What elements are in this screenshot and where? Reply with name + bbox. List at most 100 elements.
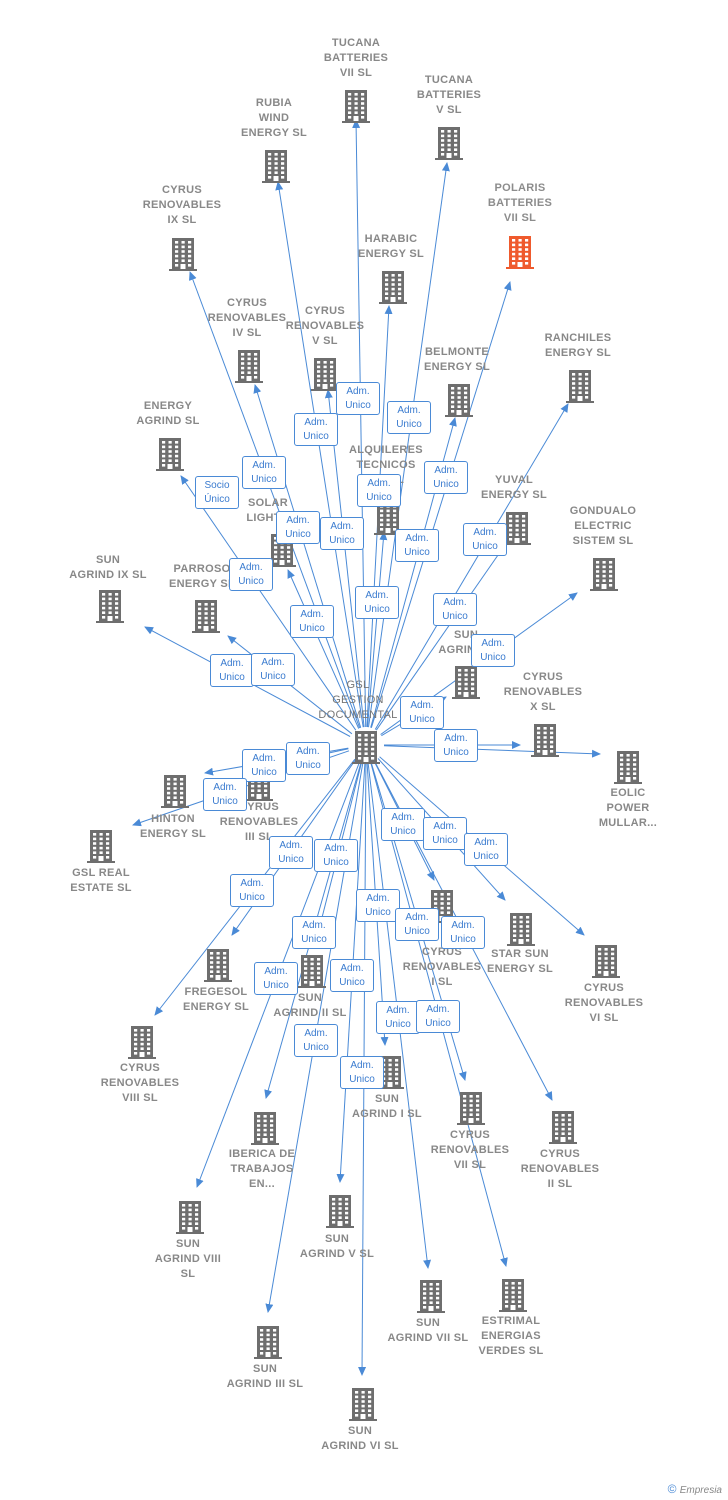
company-name: TUCANA BATTERIES VII SL <box>323 37 389 79</box>
company-name: IBERICA DE TRABAJOS EN... <box>228 1148 296 1190</box>
company-node-parroso[interactable]: PARROSO ENERGY SL <box>147 562 257 633</box>
company-node-fregesol[interactable]: FREGESOL ENERGY SL <box>161 949 271 1015</box>
company-node-estrimal[interactable]: ESTRIMAL ENERGIAS VERDES SL <box>456 1279 566 1359</box>
company-node-cyrus8[interactable]: CYRUS RENOVABLES VIII SL <box>85 1026 195 1106</box>
company-node-ranchiles[interactable]: RANCHILES ENERGY SL <box>523 331 633 403</box>
role-badge-cyrus7[interactable]: Adm. Unico <box>395 908 439 941</box>
role-badge-starsun[interactable]: Adm. Unico <box>423 817 467 850</box>
company-node-tucana7[interactable]: TUCANA BATTERIES VII SL <box>301 36 411 123</box>
role-badge-yuval[interactable]: Adm. Unico <box>433 593 477 626</box>
company-node-belmonte[interactable]: BELMONTE ENERGY SL <box>402 345 512 417</box>
company-node-energyagrind[interactable]: ENERGY AGRIND SL <box>113 399 223 471</box>
building-icon <box>298 955 326 988</box>
edge-ranchiles <box>374 403 569 730</box>
role-badge-sunagrind9[interactable]: Adm. Unico <box>210 654 254 687</box>
role-badge-fregesol[interactable]: Adm. Unico <box>269 836 313 869</box>
company-node-gslreal[interactable]: GSL REAL ESTATE SL <box>46 830 156 896</box>
company-name: CYRUS RENOVABLES IV SL <box>207 297 287 339</box>
company-node-rubia[interactable]: RUBIA WIND ENERGY SL <box>219 96 329 183</box>
edge-cyrus9 <box>189 271 361 729</box>
company-node-harabic[interactable]: HARABIC ENERGY SL <box>336 232 446 304</box>
company-node-gondualo[interactable]: GONDUALO ELECTRIC SISTEM SL <box>548 504 658 591</box>
role-badge-sunagrind8[interactable]: Adm. Unico <box>254 962 298 995</box>
role-badge-iberica[interactable]: Adm. Unico <box>292 916 336 949</box>
company-node-cyrus7[interactable]: CYRUS RENOVABLES VII SL <box>415 1092 525 1173</box>
role-badge-gslreal[interactable]: Adm. Unico <box>203 778 247 811</box>
company-name: HARABIC ENERGY SL <box>357 233 425 260</box>
role-badge-parroso[interactable]: Adm. Unico <box>251 653 295 686</box>
role-badge-sunagrind3[interactable]: Adm. Unico <box>294 1024 338 1057</box>
edge-tucana7 <box>352 119 367 728</box>
company-node-hinton[interactable]: HINTON ENERGY SL <box>118 775 228 842</box>
company-name: CYRUS RENOVABLES II SL <box>520 1148 600 1190</box>
company-node-yuval[interactable]: YUVAL ENERGY SL <box>459 473 569 545</box>
role-badge-cyrus3[interactable]: Adm. Unico <box>286 742 330 775</box>
company-node-sunagrind6[interactable]: SUN AGRIND VI SL <box>305 1388 415 1454</box>
role-badge-gondualo[interactable]: Adm. Unico <box>471 634 515 667</box>
company-name: PARROSO ENERGY SL <box>168 563 236 590</box>
role-badge-energyagrind[interactable]: Socio Único <box>195 476 239 509</box>
role-badge-cyrus2[interactable]: Adm. Unico <box>441 916 485 949</box>
building-icon <box>507 913 535 946</box>
role-badge-cyrus1[interactable]: Adm. Unico <box>381 808 425 841</box>
role-badge-alquileres[interactable]: Adm. Unico <box>355 586 399 619</box>
role-badge-solar[interactable]: Adm. Unico <box>229 558 273 591</box>
role-badge-cyrus10[interactable]: Adm. Unico <box>400 696 444 729</box>
role-badge-sunagrind1[interactable]: Adm. Unico <box>356 889 400 922</box>
building-icon <box>531 724 559 757</box>
building-icon <box>549 1111 577 1144</box>
role-badge-rubia[interactable]: Adm. Unico <box>294 413 338 446</box>
company-node-cyrus6[interactable]: CYRUS RENOVABLES VI SL <box>549 945 659 1026</box>
company-node-sunagrind_x[interactable]: SUN AGRIND... <box>411 628 521 699</box>
building-icon <box>156 438 184 471</box>
company-name: RANCHILES ENERGY SL <box>544 332 612 359</box>
role-badge-sunagrind_x[interactable]: Adm. Unico <box>290 605 334 638</box>
role-badge-cyrus4[interactable]: Adm. Unico <box>276 511 320 544</box>
company-node-sunagrind1[interactable]: SUN AGRIND I SL <box>332 1056 442 1122</box>
role-badge-tucana7[interactable]: Adm. Unico <box>336 382 380 415</box>
company-node-cyrus5[interactable]: CYRUS RENOVABLES V SL <box>270 304 380 391</box>
role-badge-belmonte[interactable]: Adm. Unico <box>395 529 439 562</box>
company-name: SUN AGRIND II SL <box>273 992 347 1019</box>
company-node-cyrus4[interactable]: CYRUS RENOVABLES IV SL <box>192 296 302 383</box>
company-node-iberica[interactable]: IBERICA DE TRABAJOS EN... <box>207 1112 317 1192</box>
company-name: ESTRIMAL ENERGIAS VERDES SL <box>478 1315 544 1357</box>
role-badge-tucana5[interactable]: Adm. Unico <box>387 401 431 434</box>
company-name: CYRUS RENOVABLES X SL <box>503 671 583 713</box>
company-node-tucana5[interactable]: TUCANA BATTERIES V SL <box>394 73 504 160</box>
company-node-cyrus2[interactable]: CYRUS RENOVABLES II SL <box>505 1111 615 1192</box>
company-node-eolic[interactable]: EOLIC POWER MULLAR... <box>573 751 683 831</box>
company-node-sunagrind5[interactable]: SUN AGRIND V SL <box>282 1195 392 1262</box>
brand-logo[interactable]: Empresia <box>679 1485 722 1496</box>
role-badge-cyrus9[interactable]: Adm. Unico <box>242 456 286 489</box>
building-icon <box>169 238 197 271</box>
edge-polaris <box>370 281 512 728</box>
role-badge-cyrus8[interactable]: Adm. Unico <box>230 874 274 907</box>
role-badge-sunagrind7[interactable]: Adm. Unico <box>376 1001 420 1034</box>
company-node-sunagrind3[interactable]: SUN AGRIND III SL <box>210 1326 320 1392</box>
company-node-sunagrind7[interactable]: SUN AGRIND VII SL <box>373 1280 483 1346</box>
company-node-cyrus9[interactable]: CYRUS RENOVABLES IX SL <box>127 183 237 271</box>
role-badge-harabic[interactable]: Adm. Unico <box>357 474 401 507</box>
building-icon <box>352 731 380 764</box>
role-badge-ranchiles[interactable]: Adm. Unico <box>463 523 507 556</box>
company-node-cyrus10[interactable]: CYRUS RENOVABLES X SL <box>488 670 598 757</box>
role-badge-polaris[interactable]: Adm. Unico <box>424 461 468 494</box>
company-node-starsun[interactable]: STAR SUN ENERGY SL <box>465 913 575 977</box>
building-icon <box>374 502 402 535</box>
role-badge-cyrus5[interactable]: Adm. Unico <box>320 517 364 550</box>
company-node-sunagrind8[interactable]: SUN AGRIND VIII SL <box>133 1201 243 1282</box>
company-node-sunagrind2[interactable]: SUN AGRIND II SL <box>255 955 365 1021</box>
company-node-sunagrind9[interactable]: SUN AGRIND IX SL <box>53 553 163 623</box>
role-badge-sunagrind2[interactable]: Adm. Unico <box>314 839 358 872</box>
edge-tucana5 <box>368 162 450 728</box>
center-company-node[interactable]: GSL GESTION DOCUMENTAL <box>303 678 413 764</box>
role-badge-cyrus6[interactable]: Adm. Unico <box>464 833 508 866</box>
company-node-polaris[interactable]: POLARIS BATTERIES VII SL <box>465 181 575 269</box>
role-badge-eolic[interactable]: Adm. Unico <box>434 729 478 762</box>
role-badge-sunagrind6[interactable]: Adm. Unico <box>340 1056 384 1089</box>
role-badge-estrimal[interactable]: Adm. Unico <box>416 1000 460 1033</box>
role-badge-hinton[interactable]: Adm. Unico <box>242 749 286 782</box>
role-badge-sunagrind5[interactable]: Adm. Unico <box>330 959 374 992</box>
